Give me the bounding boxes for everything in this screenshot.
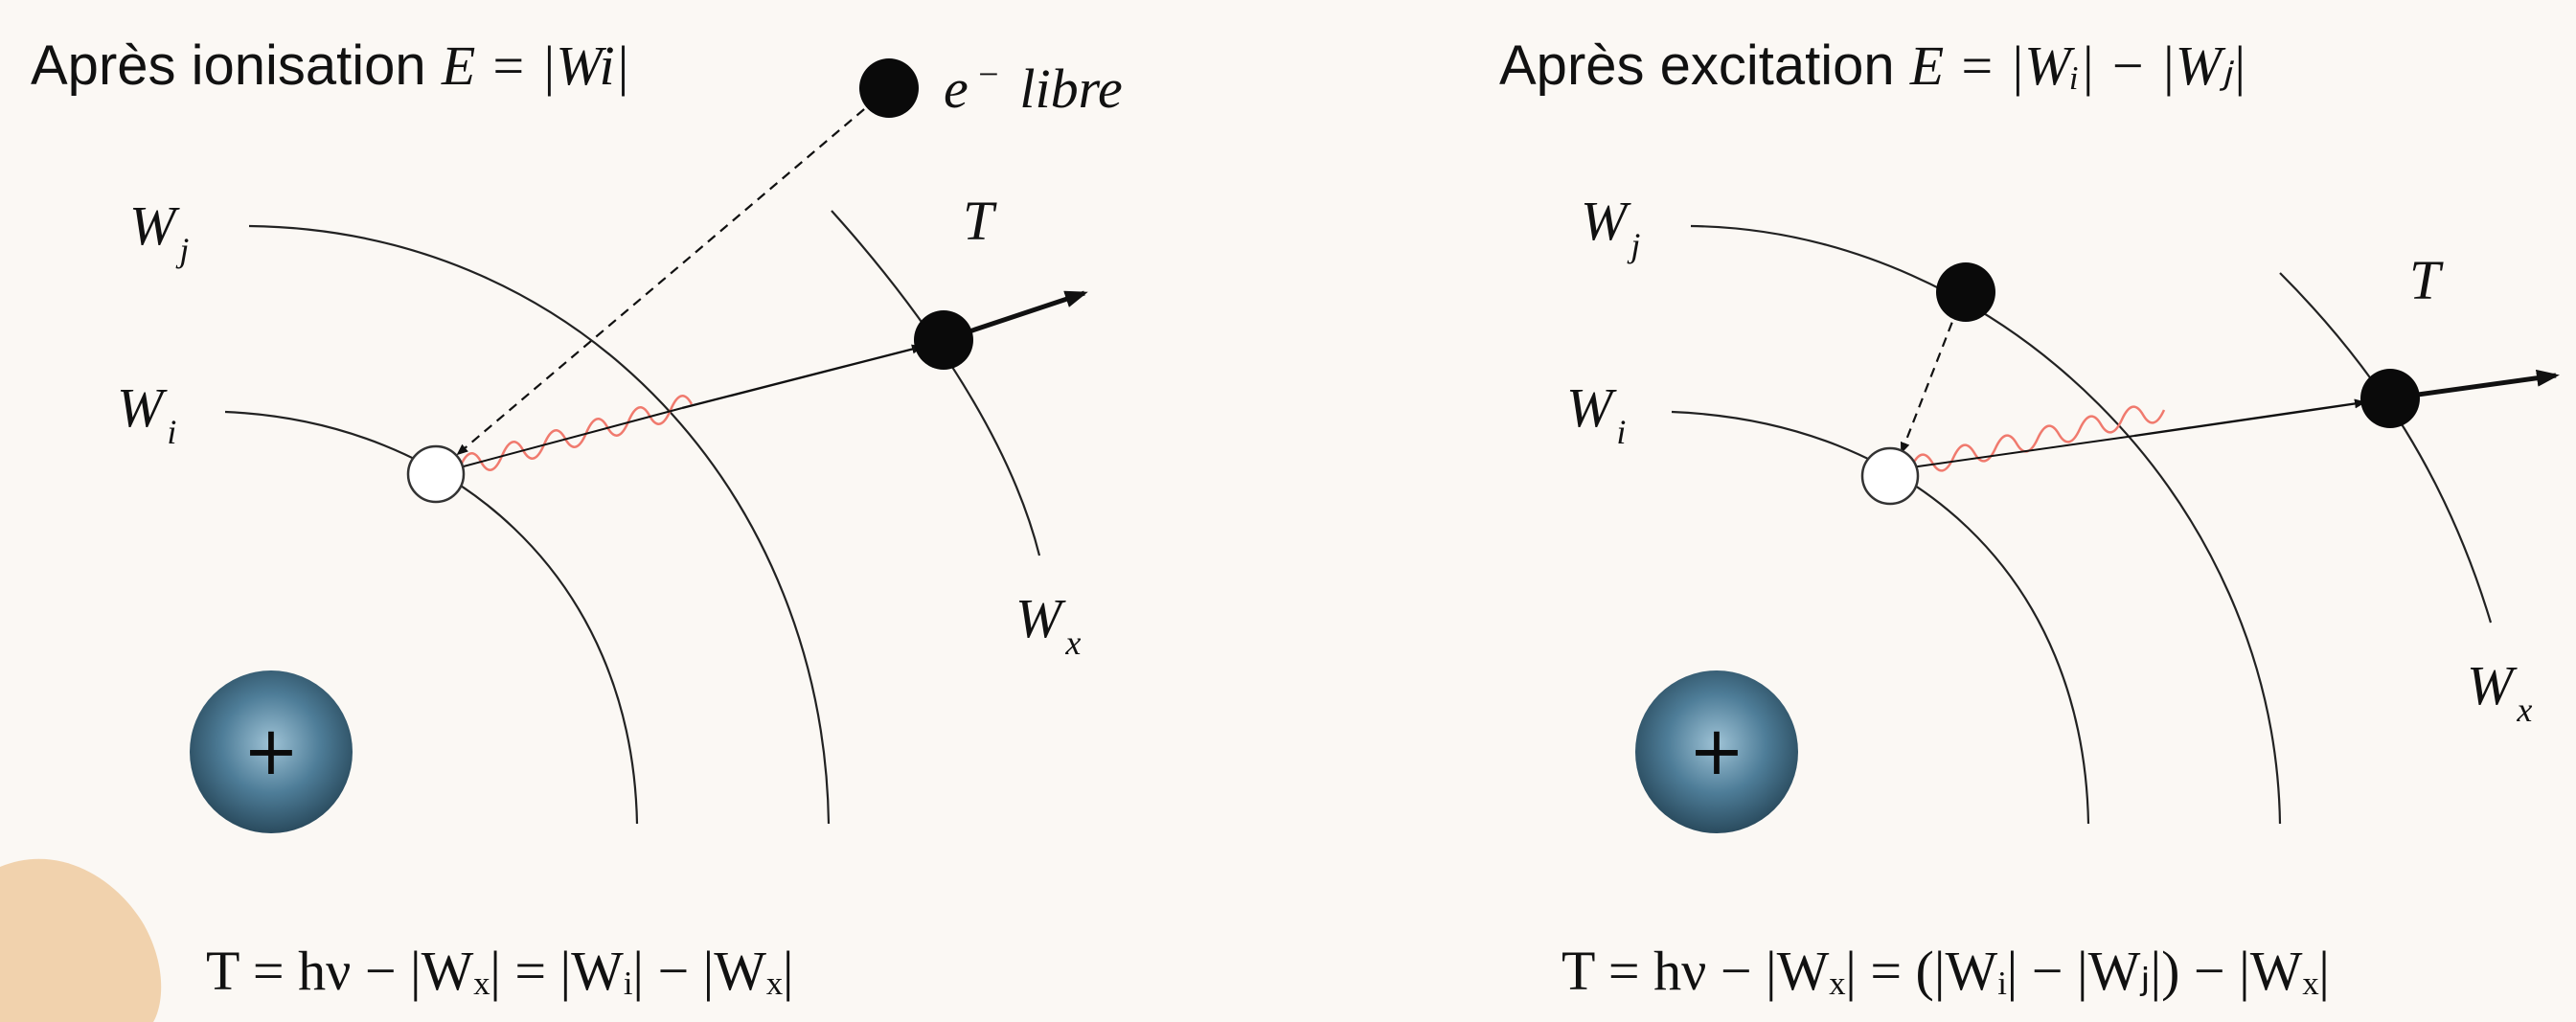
shell-wi bbox=[224, 410, 639, 825]
shell-wj bbox=[248, 224, 831, 825]
nucleus bbox=[1635, 670, 1798, 833]
panel-title: Après ionisation E = |Wi| bbox=[31, 34, 630, 97]
emitted-electron bbox=[2360, 369, 2420, 428]
nucleus-plus-sign: + bbox=[243, 712, 300, 790]
emission-arrow bbox=[2133, 398, 2366, 438]
shell-wx bbox=[831, 210, 1041, 556]
photon-axis-line bbox=[1910, 435, 2135, 468]
shell-wx bbox=[2279, 272, 2493, 624]
shell-wj bbox=[1690, 224, 2282, 825]
free-electron-label: e−libre bbox=[944, 55, 1123, 120]
excited-electron bbox=[1936, 262, 1995, 322]
transition-dashed-line bbox=[1900, 291, 1966, 454]
equation: T = hν − |Wₓ| = (|Wᵢ| − |Wⱼ|) − |Wₓ| bbox=[1562, 940, 2330, 1002]
vacancy-electron bbox=[406, 444, 466, 504]
nucleus-plus-sign: + bbox=[1689, 712, 1745, 790]
label-t: T bbox=[2409, 249, 2444, 311]
shell-wi bbox=[1671, 410, 2090, 825]
ejection-dashed-line bbox=[456, 87, 890, 456]
photon-wave bbox=[1909, 405, 2166, 472]
equation: T = hν − |Wₓ| = |Wᵢ| − |Wₓ| bbox=[206, 940, 793, 1002]
free-electron bbox=[859, 58, 919, 118]
nucleus bbox=[190, 670, 353, 833]
vacancy-electron bbox=[1860, 446, 1920, 506]
photon-axis-line bbox=[459, 407, 683, 468]
emission-arrow bbox=[681, 344, 923, 410]
emitted-electron bbox=[914, 310, 973, 370]
photon-wave bbox=[458, 395, 694, 471]
panel-title: Après excitation E = |Wᵢ| − |Wⱼ| bbox=[1499, 34, 2246, 97]
decorative-accent-shape bbox=[0, 858, 162, 1022]
label-t: T bbox=[963, 190, 997, 252]
